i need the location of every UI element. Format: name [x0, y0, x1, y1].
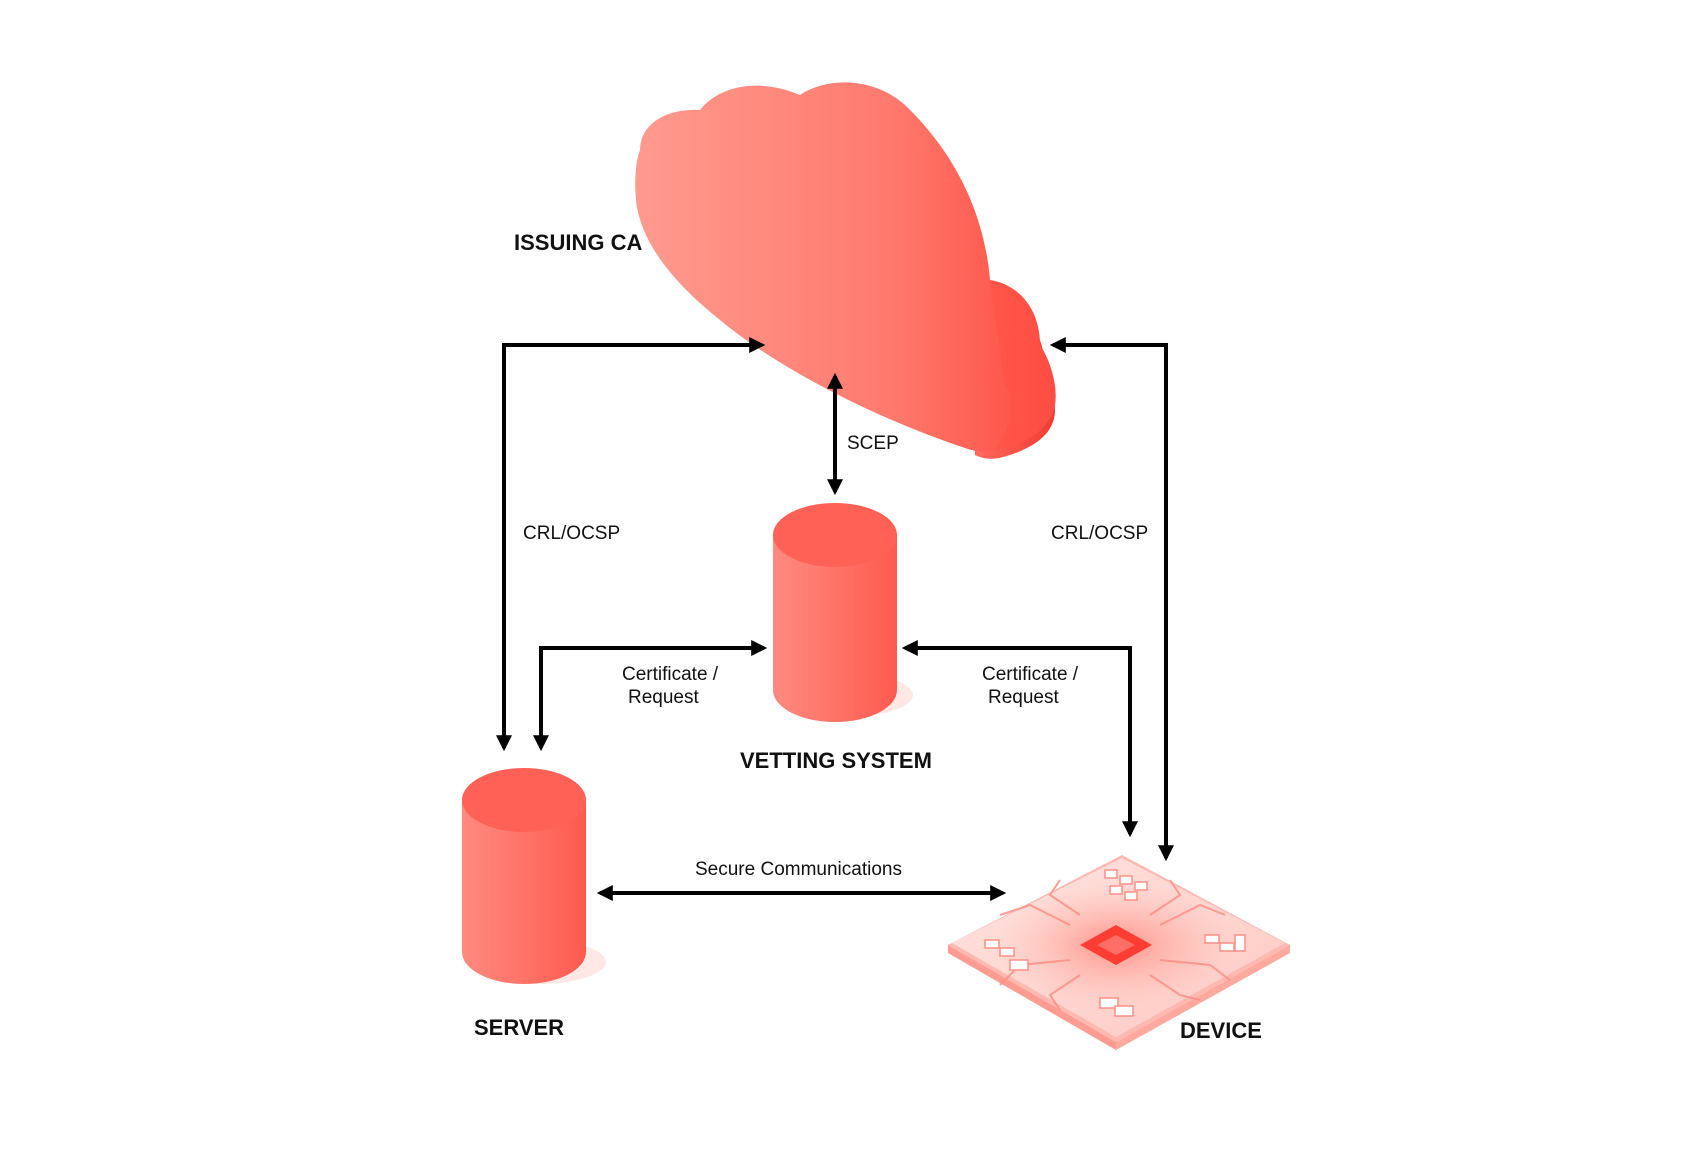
device-label: DEVICE	[1180, 1018, 1262, 1043]
crl-ocsp-device-arrow	[1049, 337, 1174, 862]
cert-request-server-label-line2: Request	[628, 687, 699, 708]
server-cylinder-icon	[462, 768, 606, 984]
server-label: SERVER	[474, 1015, 564, 1040]
crl-ocsp-server-label: CRL/OCSP	[523, 523, 620, 544]
crl-ocsp-server-arrow	[496, 337, 766, 752]
issuing-ca-label: ISSUING CA	[514, 230, 642, 255]
crl-ocsp-device-label: CRL/OCSP	[1051, 523, 1148, 544]
scep-label: SCEP	[847, 433, 899, 454]
edges	[496, 337, 1174, 901]
secure-comms-label: Secure Communications	[695, 859, 902, 880]
vetting-system-label: VETTING SYSTEM	[740, 748, 932, 773]
cert-request-server-label-line1: Certificate /	[622, 664, 719, 685]
cert-request-device-arrow	[901, 640, 1138, 838]
device-chip-icon	[948, 855, 1290, 1050]
vetting-system-cylinder-icon	[773, 503, 913, 722]
cert-request-server-arrow	[533, 640, 768, 752]
cert-request-device-label-line1: Certificate /	[982, 664, 1079, 685]
cert-request-device-label-line2: Request	[988, 687, 1059, 708]
cloud-icon	[635, 82, 1056, 459]
